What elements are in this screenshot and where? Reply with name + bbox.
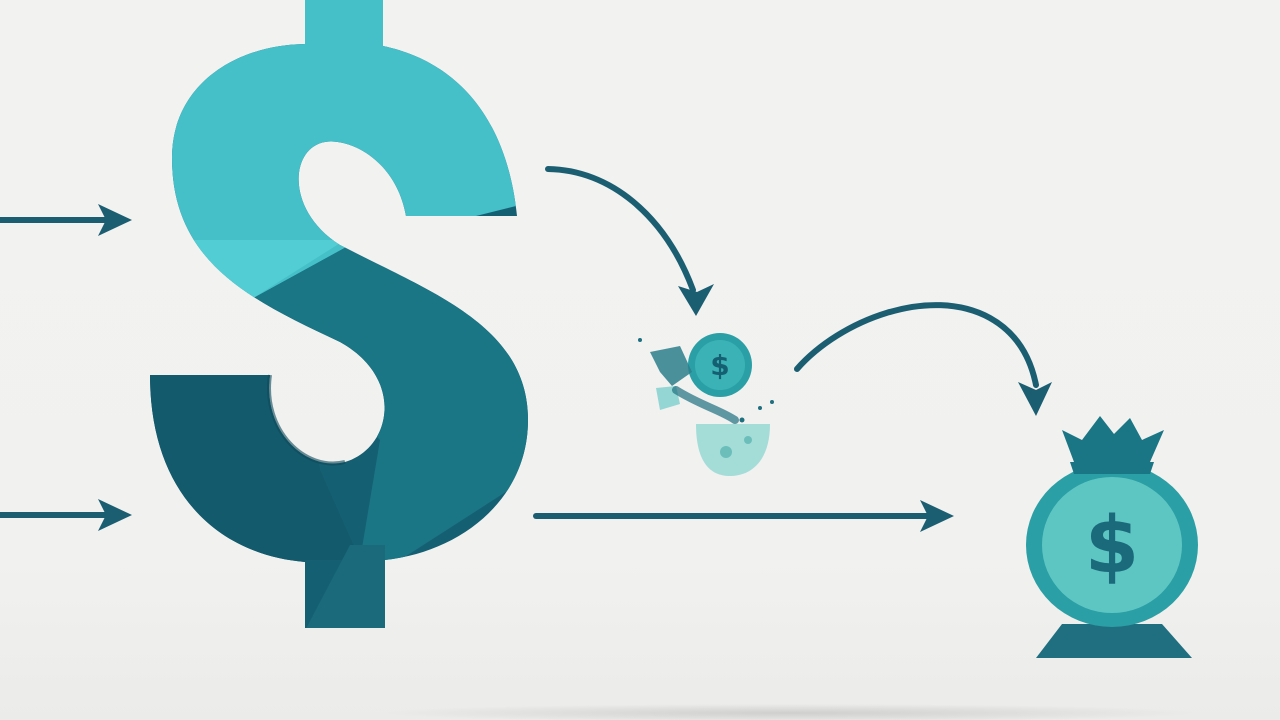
curved-arrow-icon	[545, 166, 696, 293]
arrowhead	[1018, 382, 1052, 416]
bag-top	[1062, 416, 1164, 462]
arrow-right-icon	[98, 499, 132, 531]
coin-pouch	[696, 424, 770, 476]
input-arrow-top	[0, 204, 132, 236]
coin-dollar-glyph: $	[710, 349, 729, 382]
coin-cluster: $	[638, 333, 774, 476]
arrowhead	[678, 284, 714, 316]
dollar-sign-icon	[150, 0, 528, 628]
money-bag-icon: $	[1026, 416, 1198, 658]
arrow-right-icon	[98, 204, 132, 236]
floor-shadow	[380, 704, 1200, 720]
bag-base	[1036, 624, 1192, 658]
curved-arrow-icon	[794, 302, 1039, 388]
bag-dollar-glyph: $	[1085, 501, 1139, 591]
arrow-right-icon	[920, 500, 954, 532]
output-arrow	[533, 500, 954, 532]
input-arrow-bottom	[0, 499, 132, 531]
